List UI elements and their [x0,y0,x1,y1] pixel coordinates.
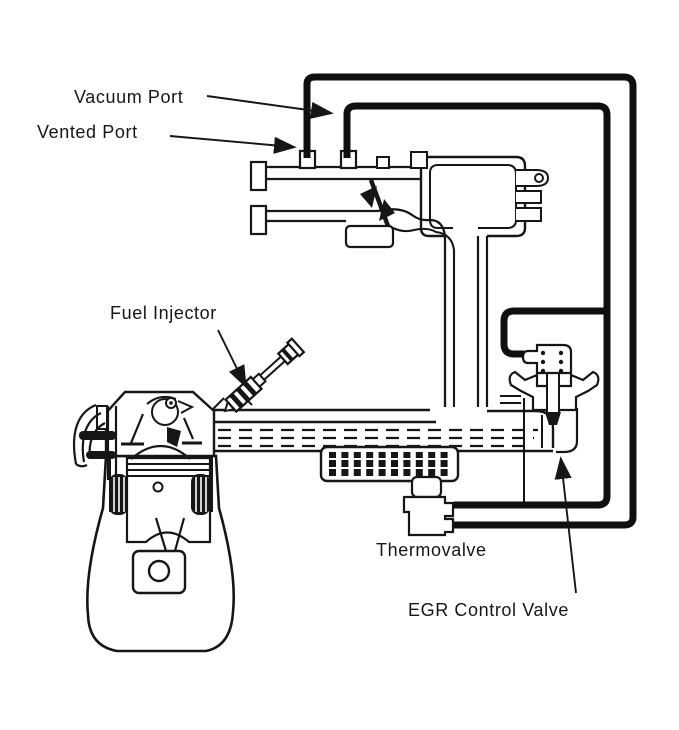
vented-port-hose [303,73,637,529]
egr-diaphragm-cap [521,343,573,375]
throttle-plate [360,179,395,227]
top-stub-b [410,151,428,169]
top-stub-a [376,156,390,169]
egr-signal-hose [500,307,607,358]
chamber-ports [516,169,550,222]
thermovalve-body [402,495,455,537]
vented-port-label: Vented Port [37,122,138,142]
valvetrain-detail [121,395,202,460]
crank-journal [147,559,171,583]
vacuum-hoses [303,73,637,529]
piston [125,456,212,544]
vacuum-port-hose [343,102,611,509]
egr-pintle [545,412,561,425]
engine-cutaway [72,390,236,653]
chamber-inner [429,164,517,229]
egr-control-valve [500,343,600,502]
passage-right-wall [476,236,489,407]
egr-stem [546,372,560,416]
chamber-outer [419,155,527,238]
lower-wall [266,209,378,223]
lower-left-flange [249,204,268,236]
intake-runner [211,395,555,453]
egr-valve-arrow [554,456,577,594]
coolant-riser [319,445,460,483]
thermovalve-nub [410,475,443,499]
exhaust-port [72,403,118,480]
vacuum-port-label: Vacuum Port [74,87,184,107]
egr-cap-dots [540,350,564,374]
piston-pin [152,481,164,493]
callout-arrows [169,95,577,594]
vacuum-port-arrow [206,95,334,119]
float-chamber [344,224,395,249]
egr-right-shoulder [556,408,579,454]
piston-ring-pad-left [109,474,128,515]
thermovalve [402,475,455,537]
riser-fins [329,452,448,476]
vented-port-arrow [169,135,297,154]
fuel-injector-arrow [217,329,247,389]
connecting-rod [154,517,186,552]
fuel-injector [223,337,306,414]
runner-top-wall [214,408,436,424]
egr-mount-lines [500,395,543,502]
fuel-injector-label: Fuel Injector [110,303,217,323]
airflow-dashes [218,428,538,448]
passage-inner-wall [392,227,456,407]
thermovalve-label: Thermovalve [376,540,487,560]
upper-left-flange [249,160,268,192]
piston-ring-pad-right [191,474,210,515]
throttle-body [249,149,550,407]
egr-control-valve-label: EGR Control Valve [408,600,569,620]
